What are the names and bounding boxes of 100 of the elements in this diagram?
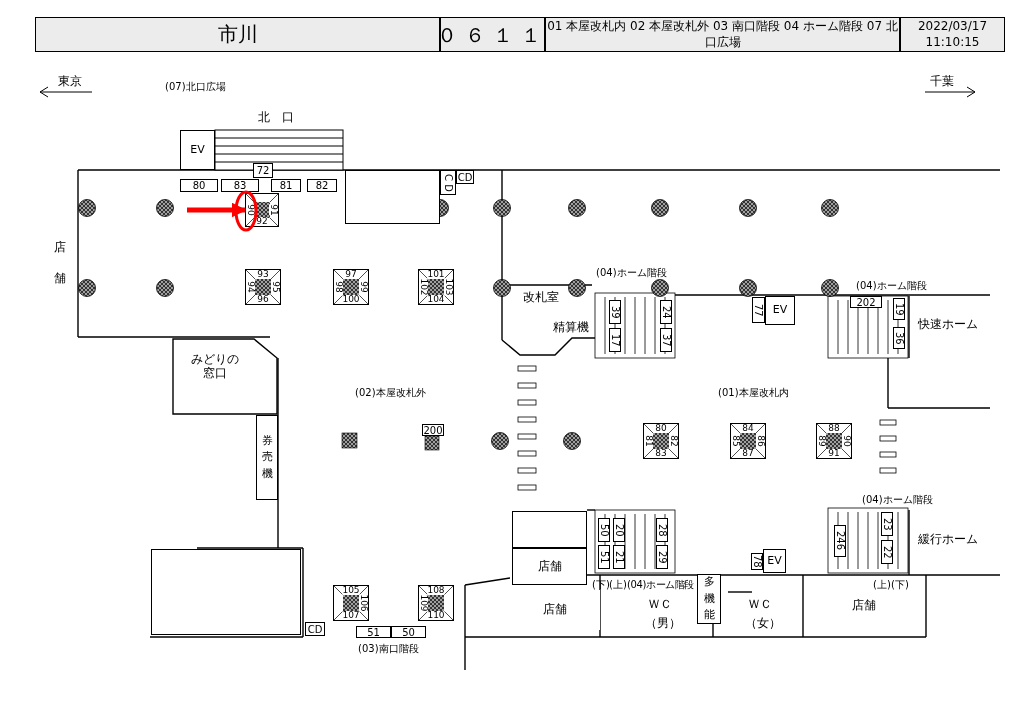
area-label: (04)ホーム階段: [596, 267, 667, 279]
ad-panel: 83: [221, 179, 259, 192]
panel-number: 93: [257, 270, 269, 279]
pillar-ad-panel: [730, 423, 766, 459]
pillar-ad-panel: [333, 269, 369, 305]
ad-panel: 200: [422, 424, 444, 436]
direction-text: 東京: [58, 75, 82, 89]
ad-panel: 19: [893, 298, 905, 320]
ad-panel: 29: [656, 545, 668, 569]
area-label: (01)本屋改札内: [718, 387, 789, 399]
panel-number: 101: [427, 270, 445, 279]
panel-number: 97: [345, 270, 357, 279]
ad-panel: 78: [751, 553, 763, 570]
ad-panel: 80: [180, 179, 218, 192]
panel-number: 80: [655, 424, 667, 433]
ticket-machine-area: 券売機: [256, 415, 278, 500]
panel-number: 110: [427, 611, 445, 620]
ad-panel: 39: [609, 300, 621, 324]
ad-panel: 72: [253, 163, 273, 178]
panel-number: 82: [669, 435, 678, 447]
panel-number: 90: [246, 204, 255, 216]
area-label: (02)本屋改札外: [355, 387, 426, 399]
direction-text: 千葉: [930, 75, 954, 89]
ad-panel: 50: [391, 626, 426, 638]
pillar-ad-panel: [245, 269, 281, 305]
ticket-office-label: みどりの窓口: [190, 353, 240, 380]
area-label: (07)北口広場: [165, 81, 226, 93]
area-label: 店舗: [53, 239, 67, 288]
direction-mark: (下): [891, 579, 909, 591]
platform-label: 快速ホーム: [918, 318, 978, 332]
room-label: 精算機: [553, 321, 589, 335]
direction-mark: (上): [609, 579, 627, 591]
pillar-ad-panel: [418, 269, 454, 305]
area-label: (03)南口階段: [358, 643, 419, 655]
ad-panel: 50: [598, 518, 610, 542]
area-label: 北 口: [258, 111, 298, 125]
ad-panel: 17: [609, 328, 621, 352]
panel-number: 90: [842, 435, 851, 447]
pillar-ad-panel: [333, 585, 369, 621]
panel-number: 83: [655, 449, 667, 458]
panel-number: 96: [257, 295, 269, 304]
panel-number: 109: [419, 594, 428, 612]
ad-panel: 21: [613, 545, 625, 569]
pillar-ad-panel: [245, 193, 279, 227]
panel-number: 85: [731, 435, 740, 447]
station-code: ０６１１: [440, 17, 545, 52]
panel-number: 91: [269, 204, 278, 216]
room-label: 改札室: [523, 291, 559, 305]
ad-panel: 51: [356, 626, 391, 638]
panel-number: 81: [644, 435, 653, 447]
shop-box: [512, 511, 587, 548]
panel-number: 98: [334, 281, 343, 293]
cash-dispenser: CD: [456, 170, 474, 184]
cash-dispenser: CD: [305, 622, 325, 636]
area-code-list: 01 本屋改札内 02 本屋改札外 03 南口階段 04 ホーム階段 07 北口広場: [545, 17, 900, 52]
pillar-ad-panel: [418, 585, 454, 621]
panel-number: 87: [742, 449, 754, 458]
panel-number: 91: [828, 449, 840, 458]
area-label: (04)ホーム階段: [627, 579, 694, 591]
ad-panel: 24: [660, 300, 672, 324]
panel-number: 107: [342, 611, 360, 620]
panel-number: 86: [756, 435, 765, 447]
cash-dispenser: C D: [440, 170, 456, 195]
station-name: 市川: [35, 17, 440, 52]
shop-area: [151, 549, 301, 635]
panel-number: 104: [427, 295, 445, 304]
pillar-ad-panel: [816, 423, 852, 459]
arrow: [187, 202, 247, 218]
ad-panel: 36: [893, 327, 905, 349]
ad-panel: 202: [850, 296, 882, 308]
platform-label: 緩行ホーム: [918, 533, 978, 547]
area-label: (04)ホーム階段: [856, 280, 927, 292]
panel-number: 106: [359, 594, 368, 612]
ad-panel: 28: [656, 518, 668, 542]
ad-panel: 20: [613, 518, 625, 542]
panel-number: 100: [342, 295, 360, 304]
ad-panel: 81: [271, 179, 301, 192]
restroom-label: ＷＣ（男）: [645, 596, 675, 633]
ticket-office: [172, 338, 278, 415]
panel-number: 108: [427, 586, 445, 595]
pillar-ad-panel: [643, 423, 679, 459]
shop-box: [345, 170, 440, 224]
elevator: EV: [180, 130, 215, 170]
elevator: EV: [765, 296, 795, 325]
panel-number: 88: [828, 424, 840, 433]
panel-number: 94: [246, 281, 255, 293]
ad-panel: 51: [598, 545, 610, 569]
panel-number: 95: [271, 281, 280, 293]
ad-panel: 23: [881, 512, 893, 536]
ad-panel: 37: [660, 328, 672, 352]
restroom-box: 多機能: [697, 574, 721, 624]
direction-mark: (上): [873, 579, 891, 591]
ad-panel: 82: [307, 179, 337, 192]
panel-number: 89: [817, 435, 826, 447]
ad-panel: 77: [752, 297, 765, 323]
ad-panel: 246: [834, 525, 846, 557]
restroom-label: ＷＣ（女）: [745, 596, 775, 633]
panel-number: 102: [419, 278, 428, 296]
ad-panel: 22: [881, 540, 893, 564]
panel-number: 84: [742, 424, 754, 433]
